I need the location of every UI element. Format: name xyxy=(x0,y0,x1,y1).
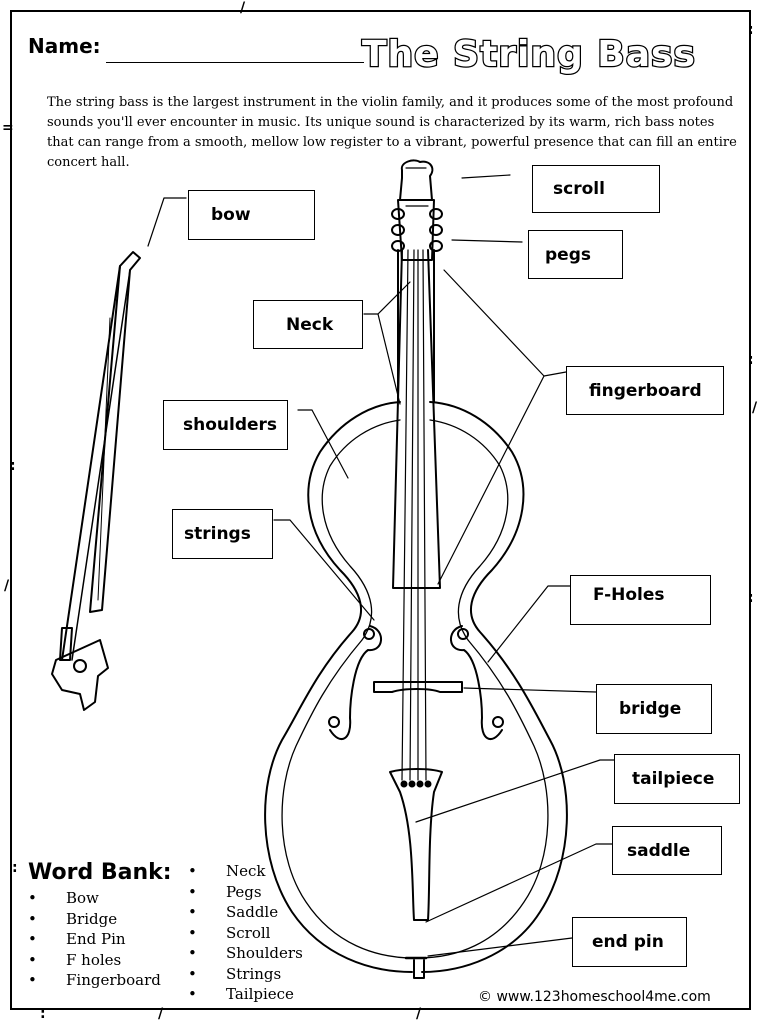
leader-neck-bottom xyxy=(377,313,401,405)
word-bank-item: F holes xyxy=(28,950,161,971)
decorative-tick: / xyxy=(416,1006,422,1022)
word-bank-item: Strings xyxy=(188,964,303,985)
decorative-tick: : xyxy=(748,352,754,368)
leader-bow xyxy=(147,197,187,247)
leader-lines xyxy=(147,174,615,957)
copyright-footer: © www.123homeschool4me.com xyxy=(478,989,711,1005)
label-text-neck: Neck xyxy=(286,314,334,335)
word-bank-item: Pegs xyxy=(188,882,303,903)
decorative-tick: : xyxy=(12,860,18,876)
leader-end-pin xyxy=(427,937,573,957)
label-box-tailpiece: tailpiece xyxy=(614,754,740,804)
bass-body-drawing xyxy=(264,159,568,979)
word-bank-item: Bridge xyxy=(28,909,161,930)
name-label: Name: xyxy=(28,34,101,58)
label-box-end-pin: end pin xyxy=(572,917,687,967)
word-bank-item: Neck xyxy=(188,861,303,882)
label-box-scroll: scroll xyxy=(532,165,660,213)
word-bank-item: Bow xyxy=(28,888,161,909)
word-bank-column-2: Neck Pegs Saddle Scroll Shoulders String… xyxy=(188,861,303,1005)
label-box-bow: bow xyxy=(188,190,315,240)
label-text-pegs: pegs xyxy=(545,244,591,265)
word-bank-item: Scroll xyxy=(188,923,303,944)
leader-shoulders xyxy=(297,409,349,479)
word-bank-title: Word Bank: xyxy=(28,860,172,885)
label-box-f-holes: F-Holes xyxy=(570,575,711,625)
label-text-shoulders: shoulders xyxy=(183,415,278,435)
label-text-saddle: saddle xyxy=(627,840,691,861)
label-box-bridge: bridge xyxy=(596,684,712,734)
leader-fingerboard-top xyxy=(443,269,567,377)
decorative-tick: / xyxy=(752,400,758,416)
word-bank-column-1: Bow Bridge End Pin F holes Fingerboard xyxy=(28,888,161,991)
decorative-tick: = xyxy=(2,120,14,136)
decorative-tick: : xyxy=(748,590,754,606)
page-title: The String Bass xyxy=(361,33,696,77)
label-box-strings: strings xyxy=(172,509,273,559)
word-bank-item: Tailpiece xyxy=(188,984,303,1005)
label-text-fingerboard: fingerboard xyxy=(589,380,702,401)
label-box-saddle: saddle xyxy=(612,826,722,875)
label-box-fingerboard: fingerboard xyxy=(566,366,724,415)
leader-saddle xyxy=(425,843,613,923)
label-box-pegs: pegs xyxy=(528,230,623,279)
leader-f-holes xyxy=(487,585,571,663)
word-bank-item: Saddle xyxy=(188,902,303,923)
label-text-bridge: bridge xyxy=(619,699,682,719)
label-text-scroll: scroll xyxy=(553,179,605,199)
leader-scroll xyxy=(461,174,511,179)
leader-bridge xyxy=(463,687,597,693)
decorative-tick: : xyxy=(10,458,16,474)
label-box-neck: Neck xyxy=(253,300,363,349)
word-bank-item: Fingerboard xyxy=(28,970,161,991)
label-text-f-holes: F-Holes xyxy=(593,585,665,605)
decorative-tick: / xyxy=(4,578,10,594)
label-text-strings: strings xyxy=(184,524,251,544)
leader-neck-top xyxy=(363,281,411,315)
leader-pegs xyxy=(451,239,523,243)
intro-paragraph: The string bass is the largest instrumen… xyxy=(47,95,737,170)
decorative-tick: : xyxy=(748,22,754,38)
label-text-bow: bow xyxy=(211,205,251,225)
leader-tailpiece xyxy=(415,759,615,823)
decorative-tick: : xyxy=(40,1006,46,1022)
word-bank-item: Shoulders xyxy=(188,943,303,964)
decorative-tick: / xyxy=(240,0,246,16)
word-bank-item: End Pin xyxy=(28,929,161,950)
bow-drawing xyxy=(51,251,141,711)
name-line[interactable] xyxy=(106,62,364,63)
label-box-shoulders: shoulders xyxy=(163,400,288,450)
leader-strings xyxy=(273,519,375,621)
leader-fingerboard-bottom xyxy=(437,375,545,585)
decorative-tick: / xyxy=(158,1006,164,1022)
label-text-end-pin: end pin xyxy=(592,932,664,952)
label-text-tailpiece: tailpiece xyxy=(632,769,715,789)
page-border xyxy=(10,10,751,1010)
